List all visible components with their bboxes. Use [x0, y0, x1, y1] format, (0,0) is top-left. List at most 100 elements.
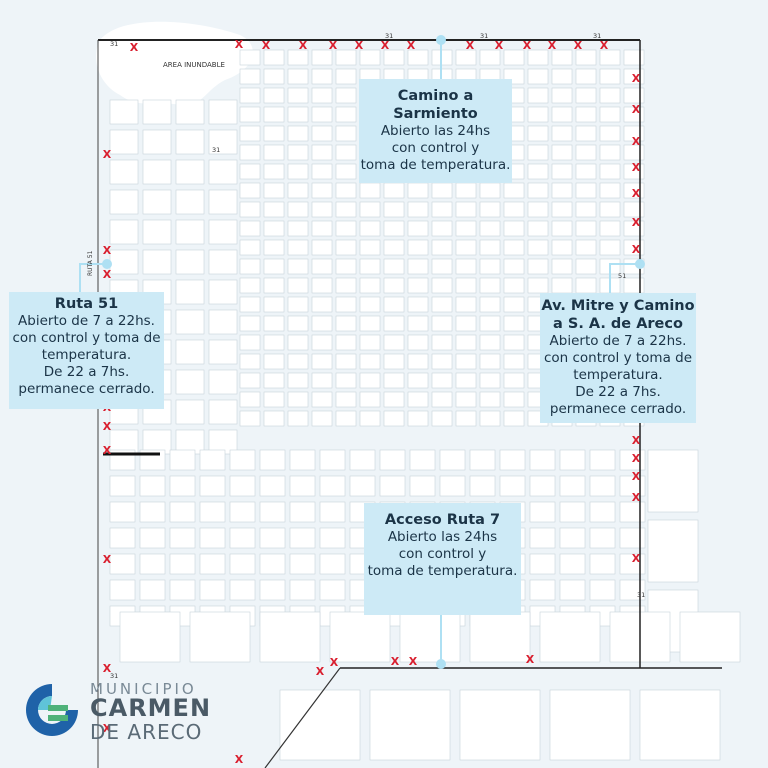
- city-block: [335, 106, 357, 123]
- checkpoint-line: De 22 a 7hs.: [575, 383, 661, 400]
- city-block: [287, 334, 309, 351]
- city-block: [311, 391, 333, 408]
- city-block: [289, 449, 316, 471]
- city-block: [109, 527, 136, 549]
- city-block: [142, 99, 172, 125]
- city-block: [175, 99, 205, 125]
- city-block: [623, 239, 645, 256]
- city-block: [263, 296, 285, 313]
- road-closure-x-icon: X: [632, 434, 641, 447]
- city-block: [239, 106, 261, 123]
- city-block: [239, 49, 261, 66]
- city-block: [311, 106, 333, 123]
- city-block: [335, 87, 357, 104]
- city-block: [455, 296, 477, 313]
- city-block: [229, 527, 256, 549]
- city-block: [208, 99, 238, 125]
- logo-text-de-areco: DE ARECO: [90, 720, 203, 744]
- city-block: [189, 611, 251, 663]
- city-block: [479, 410, 501, 427]
- city-block: [455, 239, 477, 256]
- city-block: [311, 182, 333, 199]
- road-closure-x-icon: X: [103, 444, 112, 457]
- city-block: [527, 163, 549, 180]
- city-block: [109, 579, 136, 601]
- city-block: [109, 99, 139, 125]
- city-block: [503, 391, 525, 408]
- city-block: [499, 449, 526, 471]
- checkpoint-line: toma de temperatura.: [367, 562, 518, 579]
- checkpoint-ruta51-callout: Ruta 51 Abierto de 7 a 22hs. con control…: [9, 292, 164, 409]
- city-block: [479, 277, 501, 294]
- city-block: [527, 239, 549, 256]
- city-block: [263, 258, 285, 275]
- road-closure-x-icon: X: [103, 148, 112, 161]
- city-block: [599, 106, 621, 123]
- city-block: [407, 239, 429, 256]
- city-block: [469, 475, 496, 497]
- city-block: [551, 49, 573, 66]
- city-block: [319, 553, 346, 575]
- city-block: [479, 391, 501, 408]
- city-block: [383, 182, 405, 199]
- city-block: [335, 182, 357, 199]
- city-block: [259, 449, 286, 471]
- city-block: [407, 353, 429, 370]
- city-block: [287, 353, 309, 370]
- route-51-label: RUTA 51: [87, 250, 94, 276]
- city-block: [263, 201, 285, 218]
- city-block: [575, 182, 597, 199]
- city-block: [287, 315, 309, 332]
- city-block: [575, 106, 597, 123]
- city-block: [529, 579, 556, 601]
- city-block: [263, 372, 285, 389]
- city-block: [407, 296, 429, 313]
- city-block: [335, 68, 357, 85]
- area-inundable-label: AREA INUNDABLE: [163, 61, 225, 69]
- city-block: [431, 334, 453, 351]
- city-block: [287, 201, 309, 218]
- city-block: [431, 353, 453, 370]
- city-block: [349, 475, 376, 497]
- city-block: [239, 391, 261, 408]
- city-block: [455, 258, 477, 275]
- city-block: [407, 201, 429, 218]
- city-block: [383, 296, 405, 313]
- city-block: [175, 339, 205, 365]
- city-block: [455, 277, 477, 294]
- city-block: [527, 201, 549, 218]
- city-block: [239, 277, 261, 294]
- city-block: [619, 579, 646, 601]
- city-block: [589, 527, 616, 549]
- city-block: [287, 220, 309, 237]
- city-block: [311, 68, 333, 85]
- city-block: [455, 353, 477, 370]
- city-block: [623, 277, 645, 294]
- city-block: [559, 501, 586, 523]
- city-block: [263, 49, 285, 66]
- city-block: [383, 391, 405, 408]
- city-block: [407, 410, 429, 427]
- checkpoint-line: con control y toma de: [543, 350, 693, 367]
- city-block: [109, 219, 139, 245]
- city-block: [503, 353, 525, 370]
- city-block: [208, 309, 238, 335]
- city-block: [599, 182, 621, 199]
- city-block: [311, 315, 333, 332]
- city-block: [359, 277, 381, 294]
- city-block: [208, 159, 238, 185]
- city-block: [335, 125, 357, 142]
- city-block: [455, 334, 477, 351]
- city-block: [383, 334, 405, 351]
- city-block: [559, 449, 586, 471]
- city-block: [431, 258, 453, 275]
- city-block: [479, 49, 501, 66]
- road-closure-x-icon: X: [632, 216, 641, 229]
- city-block: [319, 527, 346, 549]
- city-block: [287, 106, 309, 123]
- city-block: [259, 611, 321, 663]
- city-block: [503, 277, 525, 294]
- city-block: [319, 579, 346, 601]
- city-block: [551, 239, 573, 256]
